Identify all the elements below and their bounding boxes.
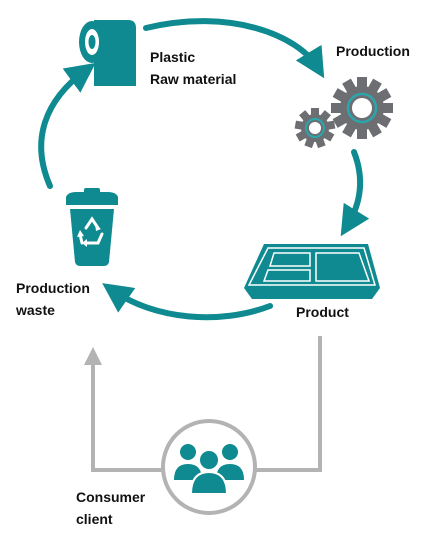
- food-tray-icon: [244, 244, 380, 299]
- production-label-text: Production: [336, 43, 410, 59]
- production-waste-label-line1: Production: [16, 280, 90, 296]
- plastic-roll-icon: [79, 20, 136, 86]
- production-label: Production: [336, 40, 410, 62]
- consumer-label-line2: client: [76, 511, 113, 527]
- consumer-label-line1: Consumer: [76, 489, 146, 505]
- product-label: Product: [296, 301, 349, 323]
- production-waste-label: Production waste: [16, 277, 90, 321]
- recycle-bin-icon: [66, 188, 118, 266]
- production-waste-label-line2: waste: [16, 302, 55, 318]
- raw-material-label: Plastic Raw material: [150, 46, 236, 90]
- arrow-waste-to-raw: [38, 62, 96, 189]
- line-product-to-consumer: [254, 336, 322, 472]
- raw-material-label-line1: Plastic: [150, 49, 196, 65]
- arrow-raw-to-production: [143, 18, 325, 79]
- arrow-product-to-waste: [102, 283, 273, 321]
- people-group-icon: [161, 419, 257, 515]
- consumer-label: Consumer client: [76, 486, 145, 530]
- arrow-production-to-product: [340, 149, 370, 237]
- product-label-text: Product: [296, 304, 349, 320]
- raw-material-label-line2: Raw material: [150, 71, 237, 87]
- arrow-consumer-to-waste: [84, 347, 164, 472]
- gears-icon: [294, 77, 393, 149]
